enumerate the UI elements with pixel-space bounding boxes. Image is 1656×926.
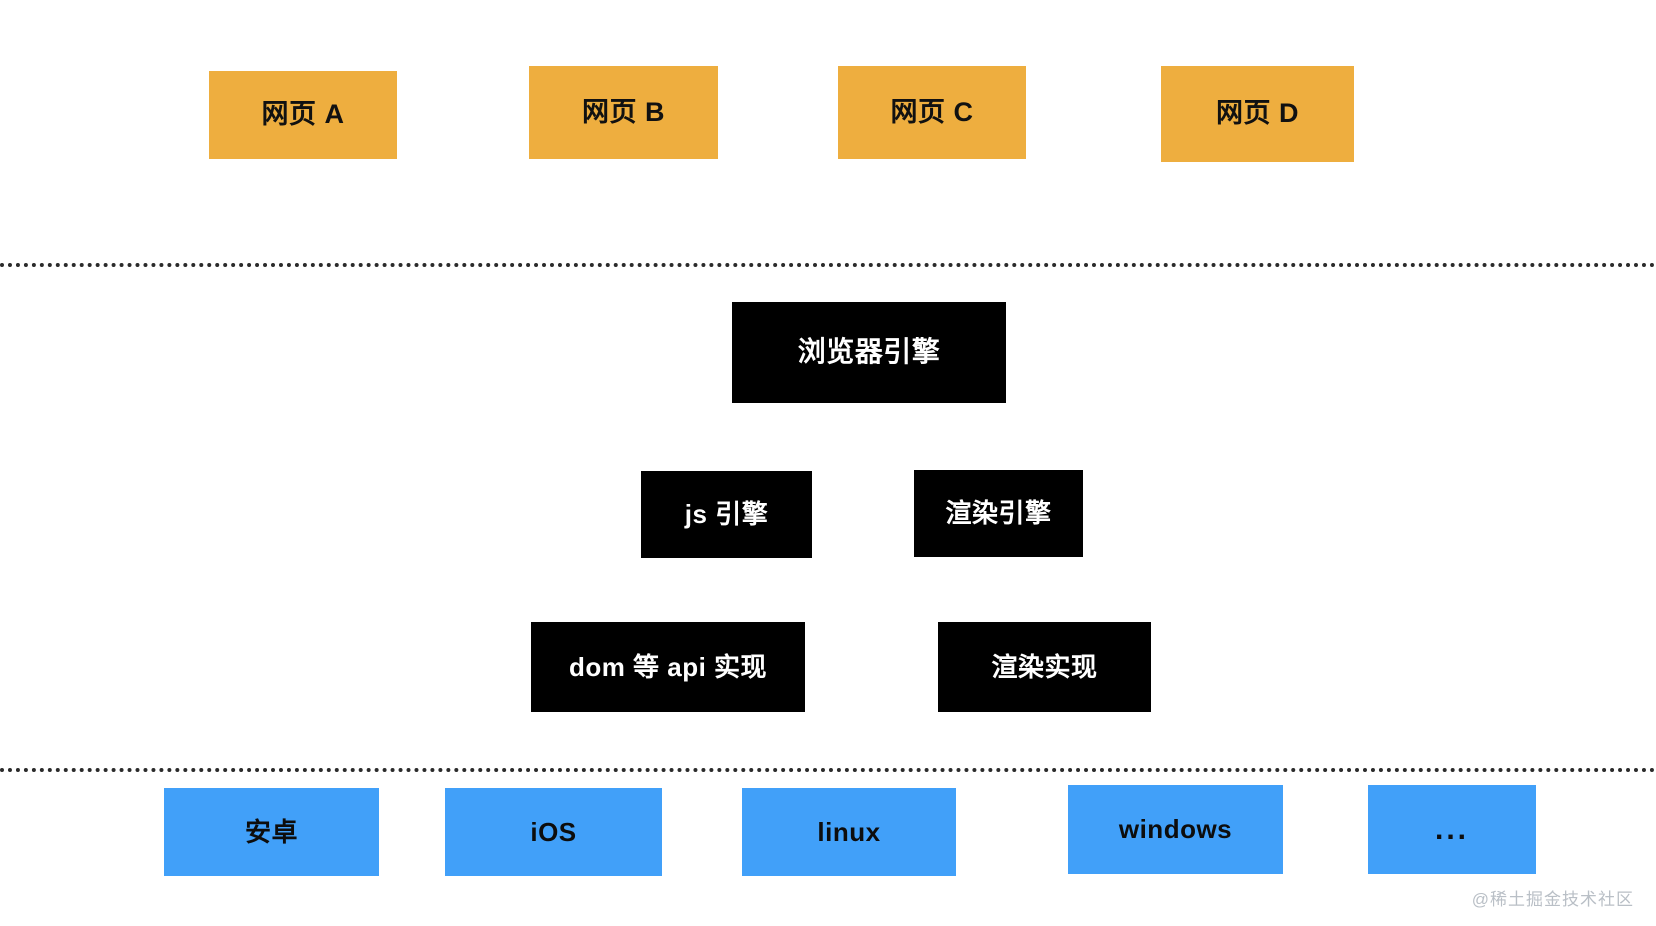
web-page-node-a[interactable]: 网页 A — [209, 71, 397, 159]
js-engine-node[interactable]: js 引擎 — [641, 471, 812, 558]
os-label-android: 安卓 — [244, 816, 298, 847]
os-label-linux: linux — [817, 816, 881, 847]
web-page-node-b[interactable]: 网页 B — [529, 66, 718, 159]
browser-engine-label: 浏览器引擎 — [797, 336, 941, 368]
os-node-windows[interactable]: windows — [1068, 785, 1283, 874]
divider-pages-browser — [0, 263, 1656, 267]
dom-api-impl-label: dom 等 api 实现 — [568, 651, 768, 682]
render-impl-node[interactable]: 渲染实现 — [938, 622, 1151, 712]
browser-engine-node[interactable]: 浏览器引擎 — [732, 302, 1006, 403]
os-label-windows: windows — [1118, 814, 1233, 845]
os-label-more: ... — [1434, 813, 1469, 846]
os-node-more[interactable]: ... — [1368, 785, 1536, 874]
render-impl-label: 渲染实现 — [991, 651, 1098, 682]
web-page-label-c: 网页 C — [890, 96, 974, 127]
os-node-linux[interactable]: linux — [742, 788, 956, 876]
render-engine-node[interactable]: 渲染引擎 — [914, 470, 1083, 557]
dom-api-impl-node[interactable]: dom 等 api 实现 — [531, 622, 805, 712]
watermark: @稀土掘金技术社区 — [1471, 890, 1634, 909]
render-engine-label: 渲染引擎 — [945, 498, 1052, 529]
os-label-ios: iOS — [530, 816, 577, 847]
os-node-android[interactable]: 安卓 — [164, 788, 379, 876]
web-page-label-d: 网页 D — [1216, 98, 1299, 129]
web-page-node-c[interactable]: 网页 C — [838, 66, 1026, 159]
web-page-label-b: 网页 B — [582, 96, 665, 127]
os-node-ios[interactable]: iOS — [445, 788, 662, 876]
web-page-node-d[interactable]: 网页 D — [1161, 66, 1354, 162]
js-engine-label: js 引擎 — [684, 499, 769, 530]
web-page-label-a: 网页 A — [261, 99, 345, 130]
divider-browser-os — [0, 768, 1656, 772]
